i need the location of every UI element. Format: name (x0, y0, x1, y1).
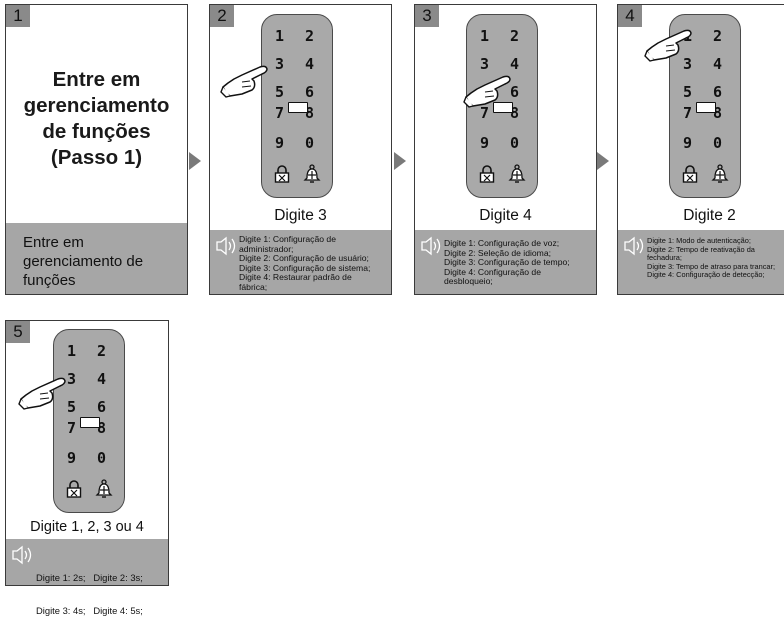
keypad-key-0: 0 (510, 134, 519, 152)
keypad-key-5: 5 (275, 83, 284, 101)
pointing-hand-icon (18, 373, 74, 413)
speaker-icon (623, 236, 645, 256)
title-line: (Passo 1) (10, 145, 183, 171)
keypad-key-4: 4 (97, 370, 106, 388)
keypad-key-2: 2 (305, 27, 314, 45)
card-reader-icon (288, 102, 308, 113)
keypad-key-1: 1 (480, 27, 489, 45)
step-caption: Digite 1, 2, 3 ou 4 (6, 519, 168, 535)
keypad-key-3: 3 (275, 55, 284, 73)
step-number: 1 (6, 5, 30, 27)
lock-icon (66, 480, 82, 498)
keypad-key-7: 7 (275, 104, 284, 122)
speaker-icon (420, 236, 442, 256)
notes: Digite 1: Configuração de administrador;… (239, 235, 370, 293)
step-1-panel: 1 Entre em gerenciamento de funções (Pas… (5, 4, 188, 295)
footer-line: funções (23, 271, 143, 290)
keypad-key-0: 0 (713, 134, 722, 152)
step-number: 3 (415, 5, 439, 27)
lock-icon (682, 165, 698, 183)
step-footer: Digite 1: Configuração de administrador;… (210, 230, 391, 294)
lock-icon (274, 165, 290, 183)
keypad-key-0: 0 (305, 134, 314, 152)
keypad-key-2: 2 (510, 27, 519, 45)
notes: Digite 1: 2s; Digite 2: 3s; Digite 3: 4s… (36, 550, 143, 638)
keypad-key-6: 6 (97, 398, 106, 416)
keypad-key-6: 6 (305, 83, 314, 101)
note-line: Digite 4: Configuração de detecção; (647, 271, 775, 280)
bell-icon (711, 164, 729, 184)
keypad-key-9: 9 (480, 134, 489, 152)
card-reader-icon (80, 417, 100, 428)
title-line: de funções (10, 119, 183, 145)
lock-icon (479, 165, 495, 183)
keypad-key-5: 5 (683, 83, 692, 101)
note-line: desbloqueio; (444, 277, 570, 287)
step-footer: Digite 1: Configuração de voz; Digite 2:… (415, 230, 596, 294)
speaker-icon (215, 236, 237, 256)
step-title: Entre em gerenciamento de funções (Passo… (10, 67, 183, 171)
step-number: 5 (6, 321, 30, 343)
step-footer: Digite 1: 2s; Digite 2: 3s; Digite 3: 4s… (6, 539, 168, 585)
step-caption: Digite 2 (618, 207, 784, 225)
keypad-key-2: 2 (97, 342, 106, 360)
speaker-icon (11, 545, 33, 565)
bell-icon (303, 164, 321, 184)
keypad-key-6: 6 (713, 83, 722, 101)
pointing-hand-icon (644, 25, 700, 65)
keypad-key-1: 1 (67, 342, 76, 360)
card-reader-icon (696, 102, 716, 113)
bell-icon (508, 164, 526, 184)
keypad-key-1: 1 (275, 27, 284, 45)
arrow-right-icon (597, 152, 609, 170)
keypad-key-7: 7 (683, 104, 692, 122)
keypad-key-9: 9 (683, 134, 692, 152)
arrow-right-icon (394, 152, 406, 170)
keypad-key-0: 0 (97, 449, 106, 467)
note-line: fábrica; (239, 283, 370, 293)
keypad-key-2: 2 (713, 27, 722, 45)
pointing-hand-icon (463, 71, 519, 111)
step-caption: Digite 4 (415, 207, 596, 225)
pointing-hand-icon (220, 61, 276, 101)
keypad-key-7: 7 (67, 419, 76, 437)
step-number: 2 (210, 5, 234, 27)
title-line: gerenciamento (10, 93, 183, 119)
keypad-key-9: 9 (275, 134, 284, 152)
step-footer: Entre em gerenciamento de funções (6, 223, 187, 294)
step-number: 4 (618, 5, 642, 27)
notes: Digite 1: Configuração de voz; Digite 2:… (444, 239, 570, 287)
keypad-key-9: 9 (67, 449, 76, 467)
footer-line: Entre em (23, 233, 143, 252)
step-4-panel: 4 1234567890 Digite 2 Digite 1: Modo de … (617, 4, 784, 295)
title-line: Entre em (10, 67, 183, 93)
keypad-key-4: 4 (305, 55, 314, 73)
footer-line: gerenciamento de (23, 252, 143, 271)
step-caption: Digite 3 (210, 207, 391, 225)
arrow-right-icon (189, 152, 201, 170)
note-line: Digite 1: 2s; Digite 2: 3s; (36, 572, 143, 583)
note-line: Digite 3: 4s; Digite 4: 5s; (36, 605, 143, 616)
bell-icon (95, 479, 113, 499)
keypad-key-4: 4 (713, 55, 722, 73)
notes: Digite 1: Modo de autenticação; Digite 2… (647, 237, 775, 280)
footer-text: Entre em gerenciamento de funções (23, 233, 143, 290)
step-footer: Digite 1: Modo de autenticação; Digite 2… (618, 230, 784, 294)
